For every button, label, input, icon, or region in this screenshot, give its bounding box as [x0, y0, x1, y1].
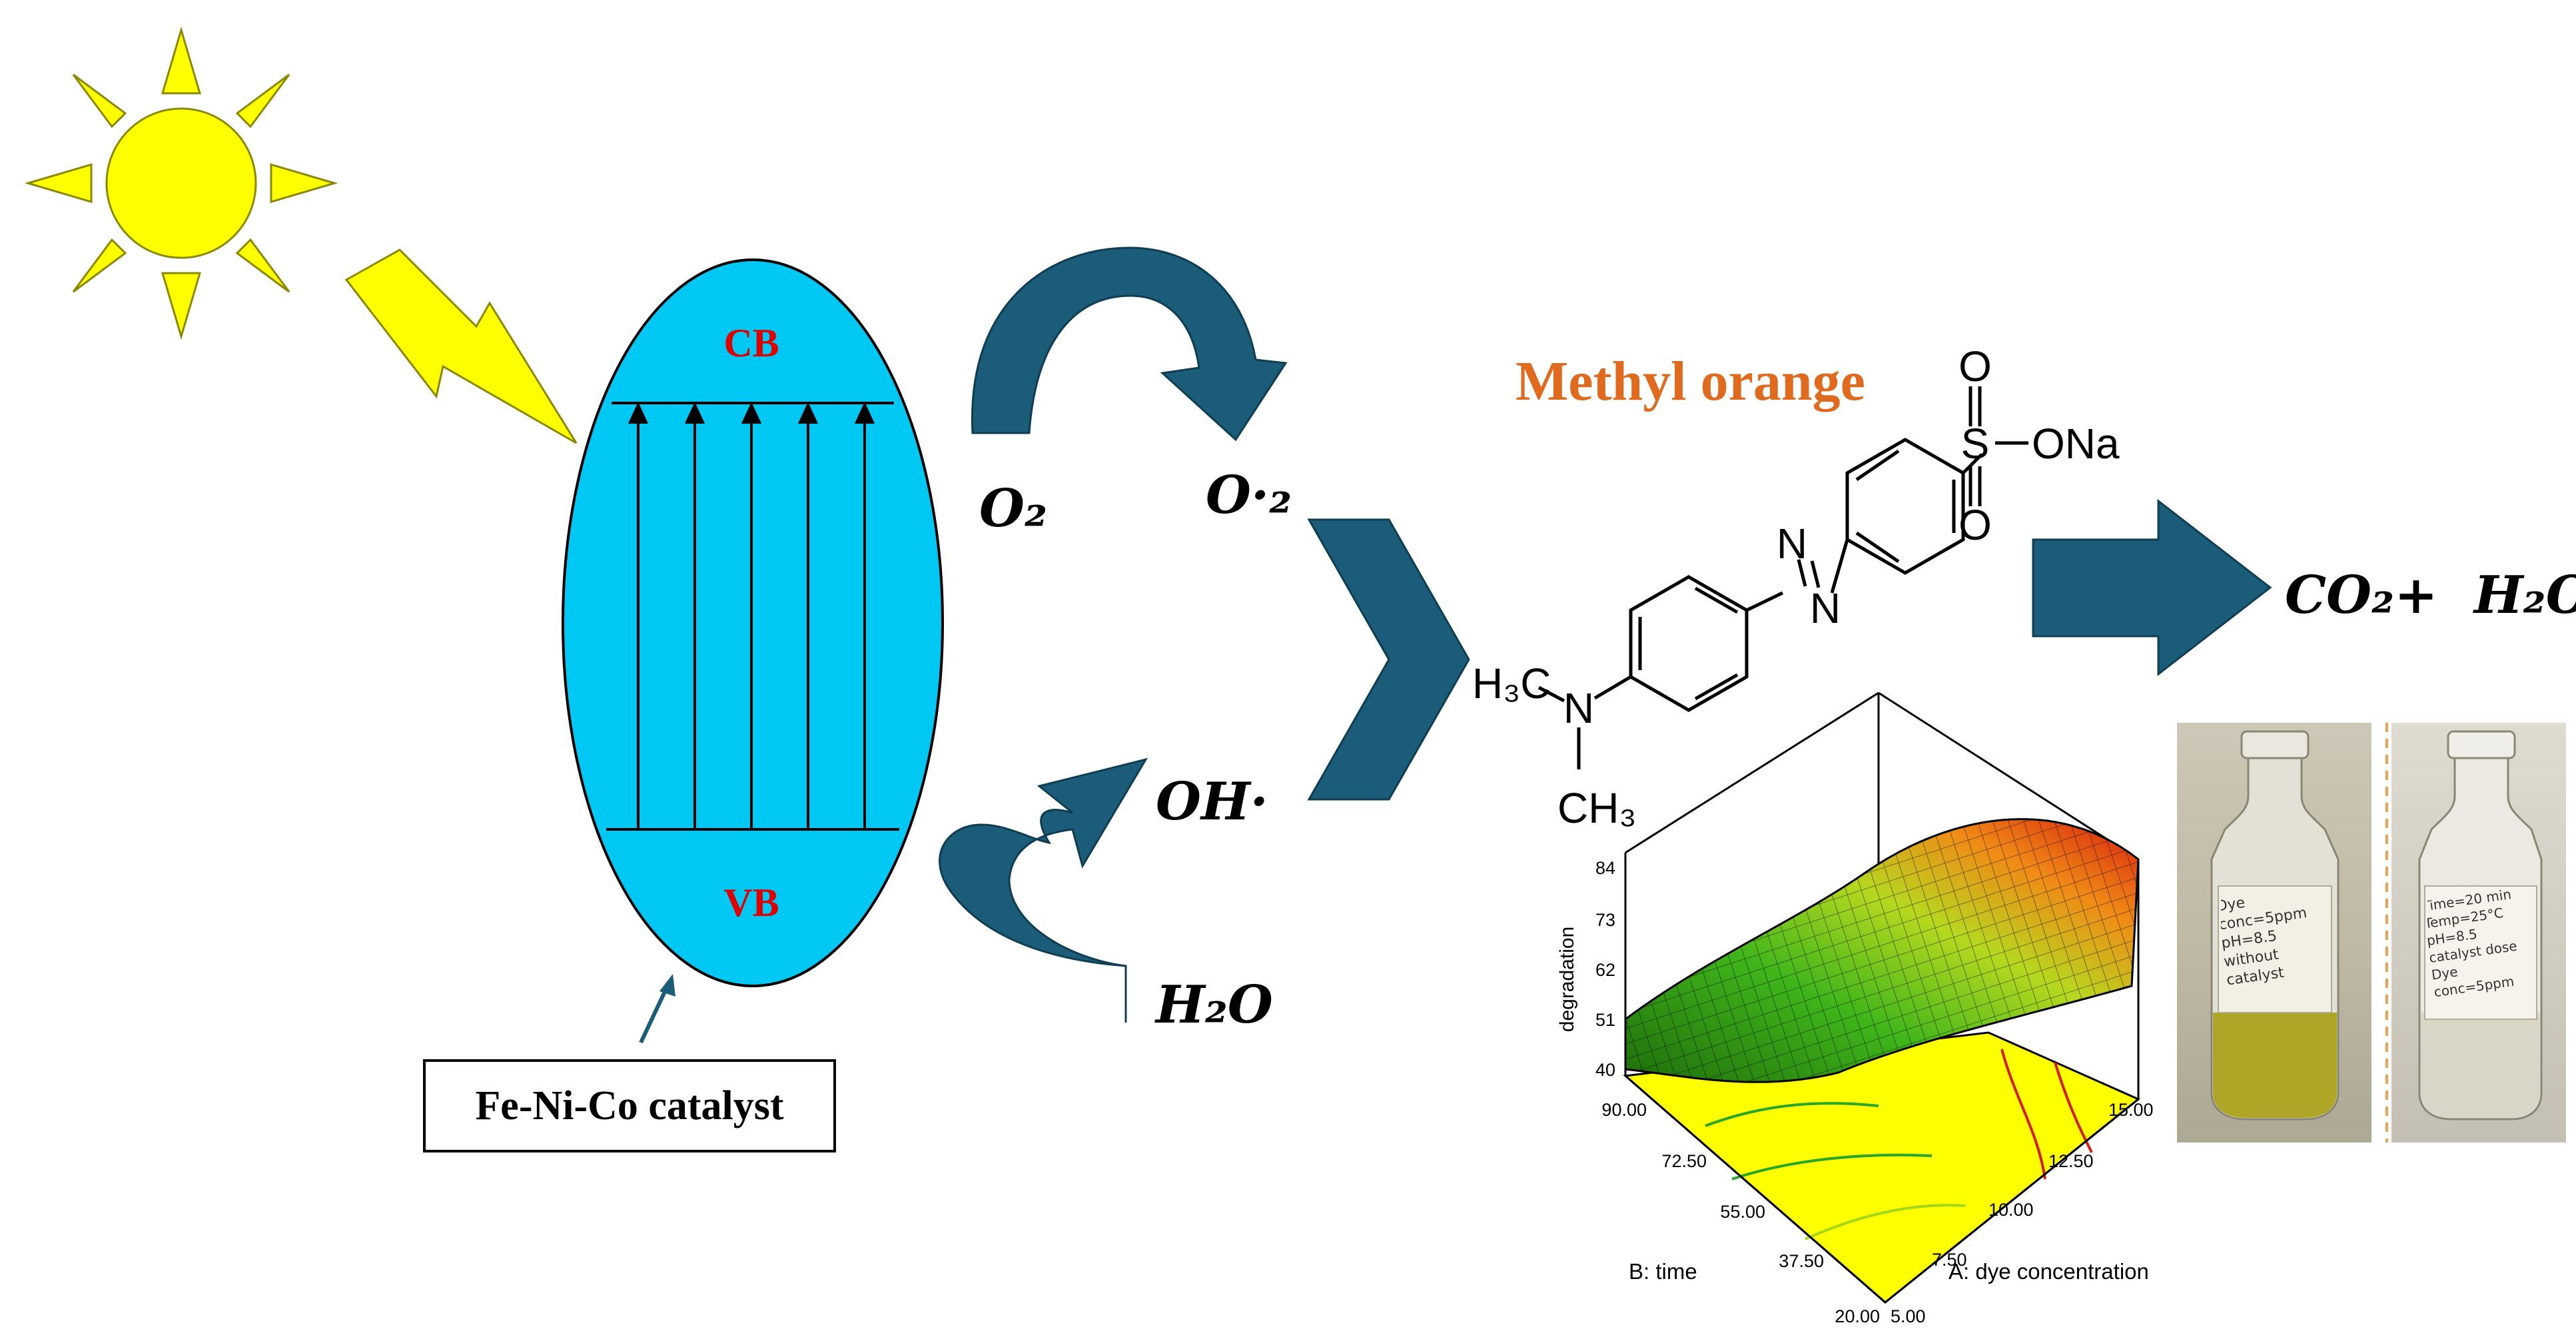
z-tick: 84 [1595, 858, 1615, 878]
sun-icon [24, 26, 338, 340]
y-tick: 7.50 [1932, 1250, 1967, 1270]
x-tick: 37.50 [1779, 1251, 1824, 1271]
catalyst-pointer-arrow [639, 974, 675, 1044]
sulfonate-o-top-label: O [1958, 342, 1992, 390]
x-tick: 72.50 [1661, 1151, 1707, 1171]
x-axis-label: B: time [1629, 1259, 1697, 1284]
o2-label: O₂ [979, 478, 1047, 539]
methyl-orange-title: Methyl orange [1515, 350, 1865, 412]
hydroxyl-radical-label: OH· [1156, 771, 1268, 832]
azo-n2-label: N [1810, 584, 1841, 632]
y-tick: 15.00 [2108, 1100, 2154, 1120]
y-tick: 10.00 [1988, 1200, 2034, 1220]
sulfur-label: S [1961, 420, 1990, 468]
vial-label-before: Dye conc=5ppm pH=8.5 without catalyst [2221, 894, 2308, 989]
curved-arrow-water-icon [939, 757, 1148, 1023]
curved-arrow-oxygen-icon [971, 246, 1288, 442]
z-axis-label: degradation [1556, 927, 1578, 1032]
methyl-orange-structure [1537, 386, 2028, 769]
vial-photo-before: Dye conc=5ppm pH=8.5 without catalyst [2177, 723, 2371, 1142]
sulfonate-o-bottom-label: O [1958, 501, 1992, 549]
superoxide-label: O·₂ [1206, 465, 1292, 526]
amine-n-label: N [1563, 684, 1594, 732]
electron-excitation-arrows [628, 402, 875, 829]
x-tick: 20.00 [1835, 1306, 1880, 1326]
z-tick: 51 [1595, 1010, 1615, 1030]
y-axis-label: A: dye concentration [1948, 1259, 2149, 1284]
z-tick: 73 [1595, 910, 1615, 930]
z-tick: 62 [1595, 960, 1615, 980]
surface-mesh [1625, 819, 2138, 1083]
response-surface-plot: 84 73 62 51 40 degradation 90.00 72.50 5… [1556, 691, 2154, 1326]
ona-label: ONa [2032, 420, 2120, 468]
ch3-label: CH₃ [1557, 784, 1637, 832]
y-tick: 12.50 [2048, 1151, 2094, 1171]
azo-n1-label: N [1777, 520, 1807, 568]
lightning-icon [344, 248, 578, 444]
vial-photo-after: Time=20 min Temp=25°C pH=8.5 catalyst do… [2391, 723, 2566, 1142]
cb-label: CB [723, 321, 779, 365]
catalyst-name-box: Fe-Ni-Co catalyst [423, 1059, 836, 1152]
h3c-label: H₃C [1472, 660, 1551, 707]
x-tick: 90.00 [1601, 1100, 1647, 1120]
vb-label: VB [723, 881, 779, 925]
vial-label-after: Time=20 min Temp=25°C pH=8.5 catalyst do… [2427, 890, 2518, 1001]
z-tick: 40 [1595, 1060, 1615, 1080]
x-tick: 55.00 [1720, 1202, 1765, 1222]
catalyst-particle: CB VB [562, 258, 944, 987]
product-arrow-icon [2032, 498, 2272, 677]
y-tick: 5.00 [1891, 1306, 1926, 1326]
products-label: CO₂+ H₂O [2285, 565, 2576, 626]
chevron-right-icon [1307, 518, 1470, 801]
water-label: H₂O [1154, 975, 1273, 1035]
